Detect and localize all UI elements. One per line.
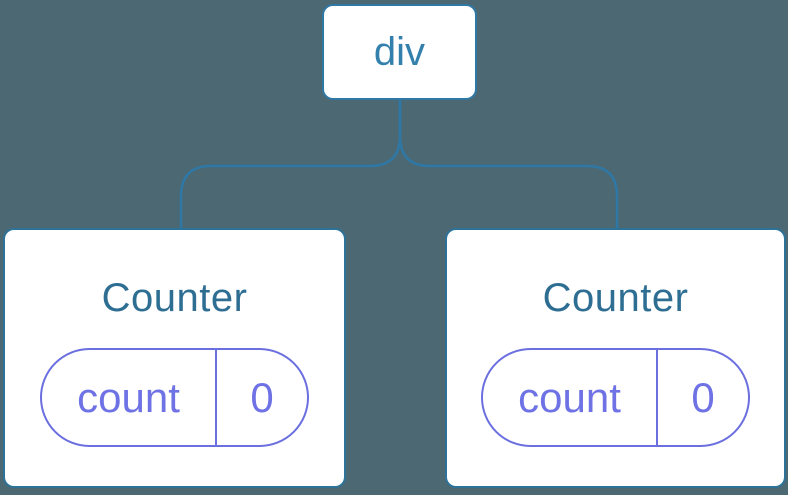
- state-pill: count 0: [481, 348, 750, 447]
- state-pill: count 0: [40, 348, 309, 447]
- component-card-counter-1: Counter count 0: [3, 228, 346, 488]
- root-node-div: div: [322, 4, 477, 100]
- state-value: 0: [691, 373, 715, 421]
- state-key: count: [42, 350, 217, 445]
- root-node-label: div: [373, 29, 426, 74]
- state-key: count: [483, 350, 658, 445]
- state-value: 0: [250, 373, 274, 421]
- connector-branch-left: [179, 97, 402, 231]
- component-title: Counter: [101, 276, 248, 320]
- component-card-counter-2: Counter count 0: [445, 228, 786, 488]
- connector-branch-right: [398, 97, 619, 231]
- component-title: Counter: [542, 276, 689, 320]
